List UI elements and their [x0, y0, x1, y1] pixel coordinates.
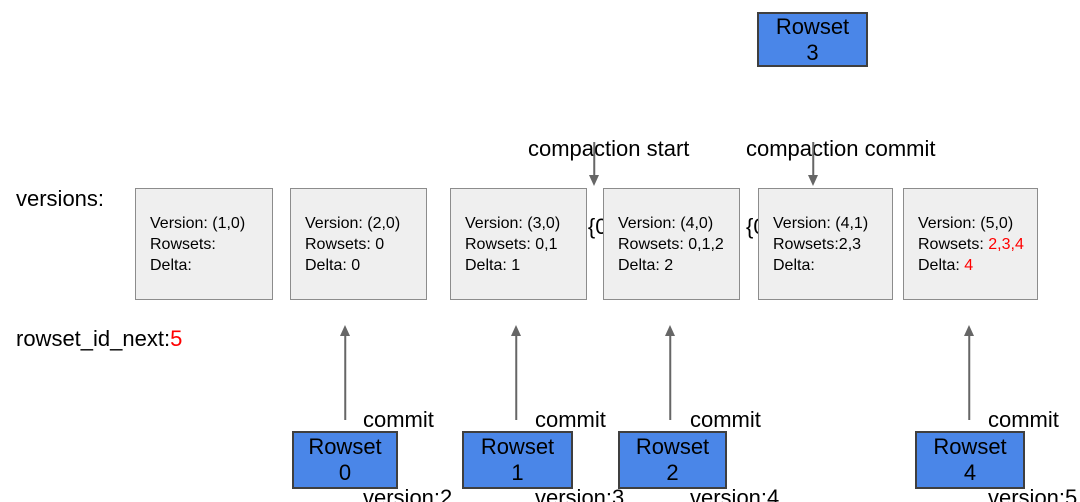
rowset-box-2: Rowset 2 [618, 431, 727, 489]
arrow-shaft [593, 142, 595, 177]
version-box-5: Version: (4,1) Rowsets:2,3 Delta: [758, 188, 893, 300]
rowset-box-1: Rowset 1 [462, 431, 573, 489]
arrow-shaft [812, 142, 814, 177]
commit-label-version-3: commit version:3 [535, 355, 624, 502]
commit-label-version-2: commit version:2 [363, 355, 452, 502]
commit-label-line2: version:4 [690, 485, 780, 502]
commit-label-line1: commit [363, 407, 434, 432]
arrow-head [589, 175, 599, 186]
rowset-id: 4 [963, 460, 977, 485]
version-line: Version: (4,1) [773, 214, 869, 232]
version-line: Version: (5,0) [918, 214, 1014, 232]
version-box-1: Version: (1,0) Rowsets: Delta: [135, 188, 273, 300]
version-line: Version: (1,0) [150, 214, 246, 232]
commit-label-line1: commit [690, 407, 761, 432]
rowset-name: Rowset [480, 434, 555, 459]
delta-line: Delta: 1 [465, 256, 521, 274]
arrow-head [964, 325, 974, 336]
version-line: Version: (3,0) [465, 214, 561, 232]
arrow-head [808, 175, 818, 186]
arrow-shaft [669, 334, 671, 420]
delta-line: Delta: [773, 256, 815, 274]
delta-line: Delta: 2 [618, 256, 674, 274]
delta-line: Delta: 4 [918, 256, 974, 274]
version-line: Version: (4,0) [618, 214, 714, 232]
rowset-id-next-value: 5 [170, 326, 183, 351]
rowsets-line: Rowsets:2,3 [773, 235, 862, 253]
delta-line: Delta: [150, 256, 192, 274]
arrow-shaft [515, 334, 517, 420]
rowset-id: 1 [511, 460, 524, 485]
rowset-box-3: Rowset 3 [757, 12, 868, 67]
versions-label: versions: [16, 186, 105, 211]
version-box-4: Version: (4,0) Rowsets: 0,1,2 Delta: 2 [603, 188, 740, 300]
rowsets-line: Rowsets: [150, 235, 216, 253]
rowset-name: Rowset [635, 434, 710, 459]
rowsets-line: Rowsets: 0 [305, 235, 385, 253]
rowsets-line: Rowsets: 0,1 [465, 235, 558, 253]
commit-label-version-5: commit version:5 [988, 355, 1077, 502]
compaction-commit-line1: compaction commit [746, 136, 936, 161]
commit-arrow-version-3-icon [510, 325, 522, 420]
compaction-start-line1: compaction start [528, 136, 690, 161]
arrow-head [340, 325, 350, 336]
arrow-shaft [968, 334, 970, 420]
rowsets-line: Rowsets: 2,3,4 [918, 235, 1024, 253]
commit-label-line2: version:5 [988, 485, 1078, 502]
arrow-head [665, 325, 675, 336]
version-box-2: Version: (2,0) Rowsets: 0 Delta: 0 [290, 188, 427, 300]
commit-arrow-version-4-icon [664, 325, 676, 420]
rowset-id: 3 [806, 39, 819, 65]
commit-label-line1: commit [535, 407, 606, 432]
rowset-name: Rowset [775, 13, 850, 39]
rowset-name: Rowset [308, 434, 382, 459]
compaction-commit-arrow-icon [807, 142, 819, 186]
version-line: Version: (2,0) [305, 214, 401, 232]
rowset-box-0: Rowset 0 [292, 431, 398, 489]
version-box-6: Version: (5,0) Rowsets: 2,3,4 Delta: 4 [903, 188, 1038, 300]
delta-line: Delta: 0 [305, 256, 361, 274]
commit-label-line2: version:2 [363, 485, 453, 502]
commit-label-version-4: commit version:4 [690, 355, 779, 502]
rowset-name: Rowset [933, 434, 1007, 459]
rowset-box-4: Rowset 4 [915, 431, 1025, 489]
rowset-id: 2 [666, 460, 679, 485]
rowsets-line: Rowsets: 0,1,2 [618, 235, 724, 253]
commit-arrow-version-2-icon [339, 325, 351, 420]
compaction-start-arrow-icon [588, 142, 600, 186]
version-box-3: Version: (3,0) Rowsets: 0,1 Delta: 1 [450, 188, 587, 300]
commit-label-line2: version:3 [535, 485, 625, 502]
rowset-id-next-label: rowset_id_next:5 [16, 326, 183, 351]
arrow-shaft [344, 334, 346, 420]
arrow-head [511, 325, 521, 336]
commit-label-line1: commit [988, 407, 1059, 432]
commit-arrow-version-5-icon [963, 325, 975, 420]
rowset-id: 0 [338, 460, 352, 485]
